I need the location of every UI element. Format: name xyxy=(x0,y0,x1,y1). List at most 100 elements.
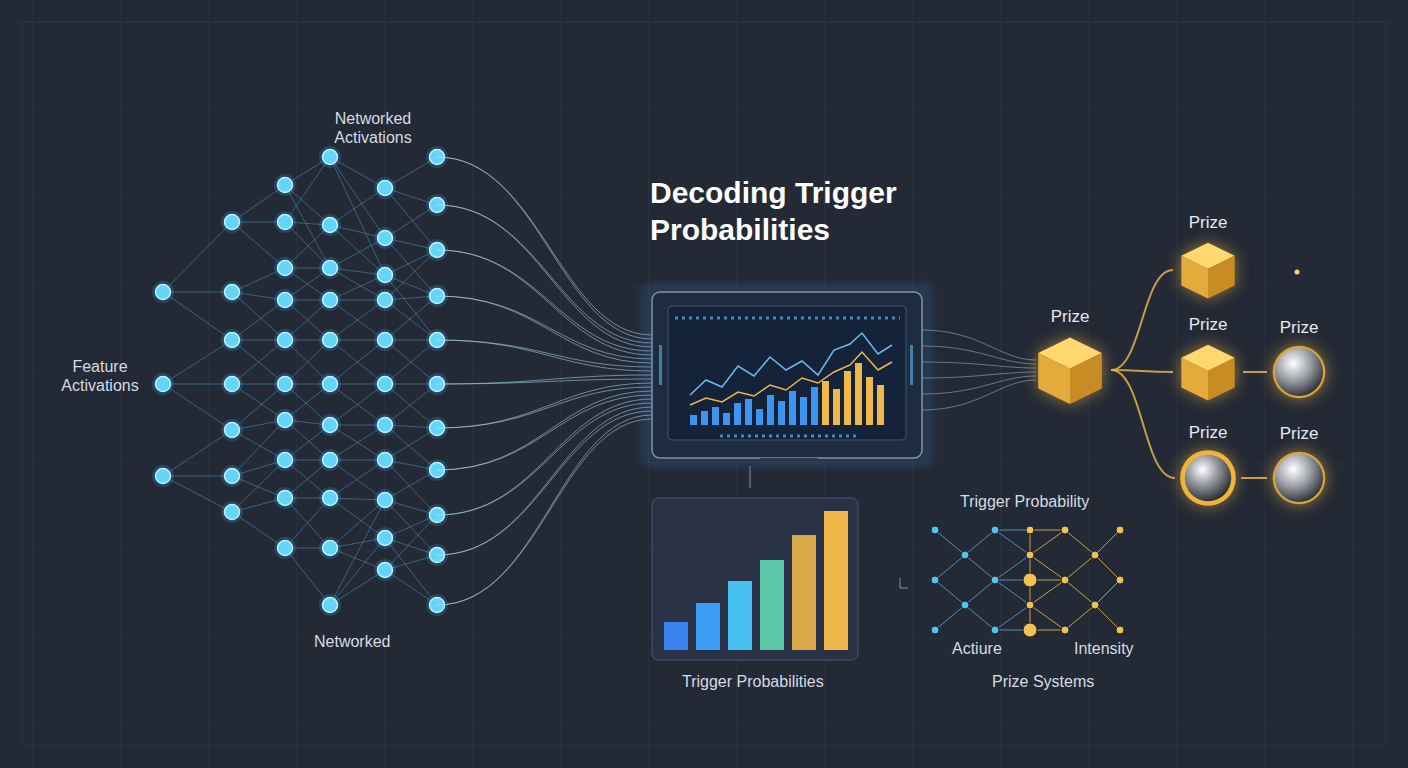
network-link xyxy=(1065,530,1095,555)
fan-line xyxy=(437,387,652,428)
network-link xyxy=(965,555,995,580)
network-link xyxy=(1095,605,1120,630)
network-node xyxy=(156,377,171,392)
node-glow xyxy=(274,329,296,351)
connector xyxy=(1111,370,1175,478)
prize-label: Prize xyxy=(1267,424,1331,444)
prize-label: Prize xyxy=(1173,315,1243,335)
cube-face xyxy=(1208,358,1235,401)
node-glow xyxy=(374,449,396,471)
network-node xyxy=(323,333,338,348)
node-glow xyxy=(221,501,243,523)
chart-bar xyxy=(822,381,829,425)
node-glow xyxy=(221,373,243,395)
network-node xyxy=(931,626,939,634)
network-node xyxy=(323,491,338,506)
network-link xyxy=(965,605,995,630)
network-node xyxy=(323,218,338,233)
fan-line xyxy=(437,205,652,343)
chart-bar xyxy=(855,363,862,425)
fan-lines xyxy=(437,157,652,605)
sphere-ring xyxy=(1180,450,1236,506)
node-glow xyxy=(274,449,296,471)
node-glow xyxy=(319,214,341,236)
chart-bar xyxy=(877,385,884,425)
network-node xyxy=(378,293,393,308)
node-glow xyxy=(274,211,296,233)
node-glow xyxy=(152,281,174,303)
node-glow xyxy=(221,465,243,487)
network-link xyxy=(1065,555,1095,580)
title: Decoding Trigger Probabilities xyxy=(650,174,950,248)
network-node xyxy=(278,377,293,392)
sphere-ring xyxy=(1273,452,1326,505)
node-glow xyxy=(319,449,341,471)
label: Trigger Probabilities xyxy=(682,672,824,691)
network-node xyxy=(378,333,393,348)
connector xyxy=(1111,370,1173,372)
connector xyxy=(1241,477,1267,479)
sphere xyxy=(1275,454,1323,502)
fan-line xyxy=(437,407,652,555)
node-glow xyxy=(319,257,341,279)
network-node xyxy=(378,418,393,433)
prize-node: Prize xyxy=(1029,307,1111,407)
network-node xyxy=(225,333,240,348)
network-link xyxy=(1065,580,1095,605)
network-node xyxy=(278,491,293,506)
chart-bar xyxy=(756,409,763,425)
chart-bar xyxy=(833,389,840,425)
prize-node: Prize xyxy=(1173,315,1243,403)
prize-sphere xyxy=(1271,450,1327,506)
network-node xyxy=(323,150,338,165)
network-link xyxy=(163,384,232,430)
network-node xyxy=(278,261,293,276)
chart-bar xyxy=(767,395,774,425)
node-glow xyxy=(374,489,396,511)
network-node xyxy=(323,453,338,468)
prize-sphere xyxy=(1179,449,1237,507)
monitor xyxy=(640,282,934,468)
network-link xyxy=(163,476,232,512)
network-link xyxy=(163,292,232,340)
node-glow xyxy=(274,257,296,279)
fan-line xyxy=(437,340,652,371)
network-node xyxy=(378,268,393,283)
cube-face xyxy=(1181,358,1208,401)
network-node xyxy=(1091,551,1099,559)
fan-line xyxy=(437,250,652,355)
network-node xyxy=(991,576,999,584)
flow-line xyxy=(922,362,1036,368)
chart-bar xyxy=(734,403,741,425)
node-glow xyxy=(374,227,396,249)
cube-face xyxy=(1208,256,1235,299)
network-node xyxy=(278,215,293,230)
chart-bar xyxy=(800,397,807,425)
prize-node: Prize xyxy=(1267,318,1331,400)
network-node xyxy=(991,526,999,534)
network-node xyxy=(1061,626,1069,634)
flow-line xyxy=(922,346,1036,364)
network-node xyxy=(225,285,240,300)
network-node xyxy=(1091,601,1099,609)
network-node xyxy=(278,333,293,348)
connector xyxy=(1111,270,1173,370)
network-node xyxy=(1023,573,1037,587)
cube-face xyxy=(1181,256,1208,299)
node-glow xyxy=(319,414,341,436)
network-node xyxy=(931,576,939,584)
node-glow xyxy=(221,211,243,233)
network-link xyxy=(1095,580,1120,605)
fan-line xyxy=(437,375,652,384)
network-link xyxy=(935,555,965,580)
network-node xyxy=(278,453,293,468)
network-node xyxy=(1026,551,1034,559)
chart-bar xyxy=(778,401,785,425)
network-node xyxy=(378,453,393,468)
node-glow xyxy=(374,177,396,199)
fan-line xyxy=(437,157,652,335)
network-node xyxy=(323,418,338,433)
network-link xyxy=(935,580,965,605)
node-glow xyxy=(319,537,341,559)
network-node xyxy=(1061,526,1069,534)
